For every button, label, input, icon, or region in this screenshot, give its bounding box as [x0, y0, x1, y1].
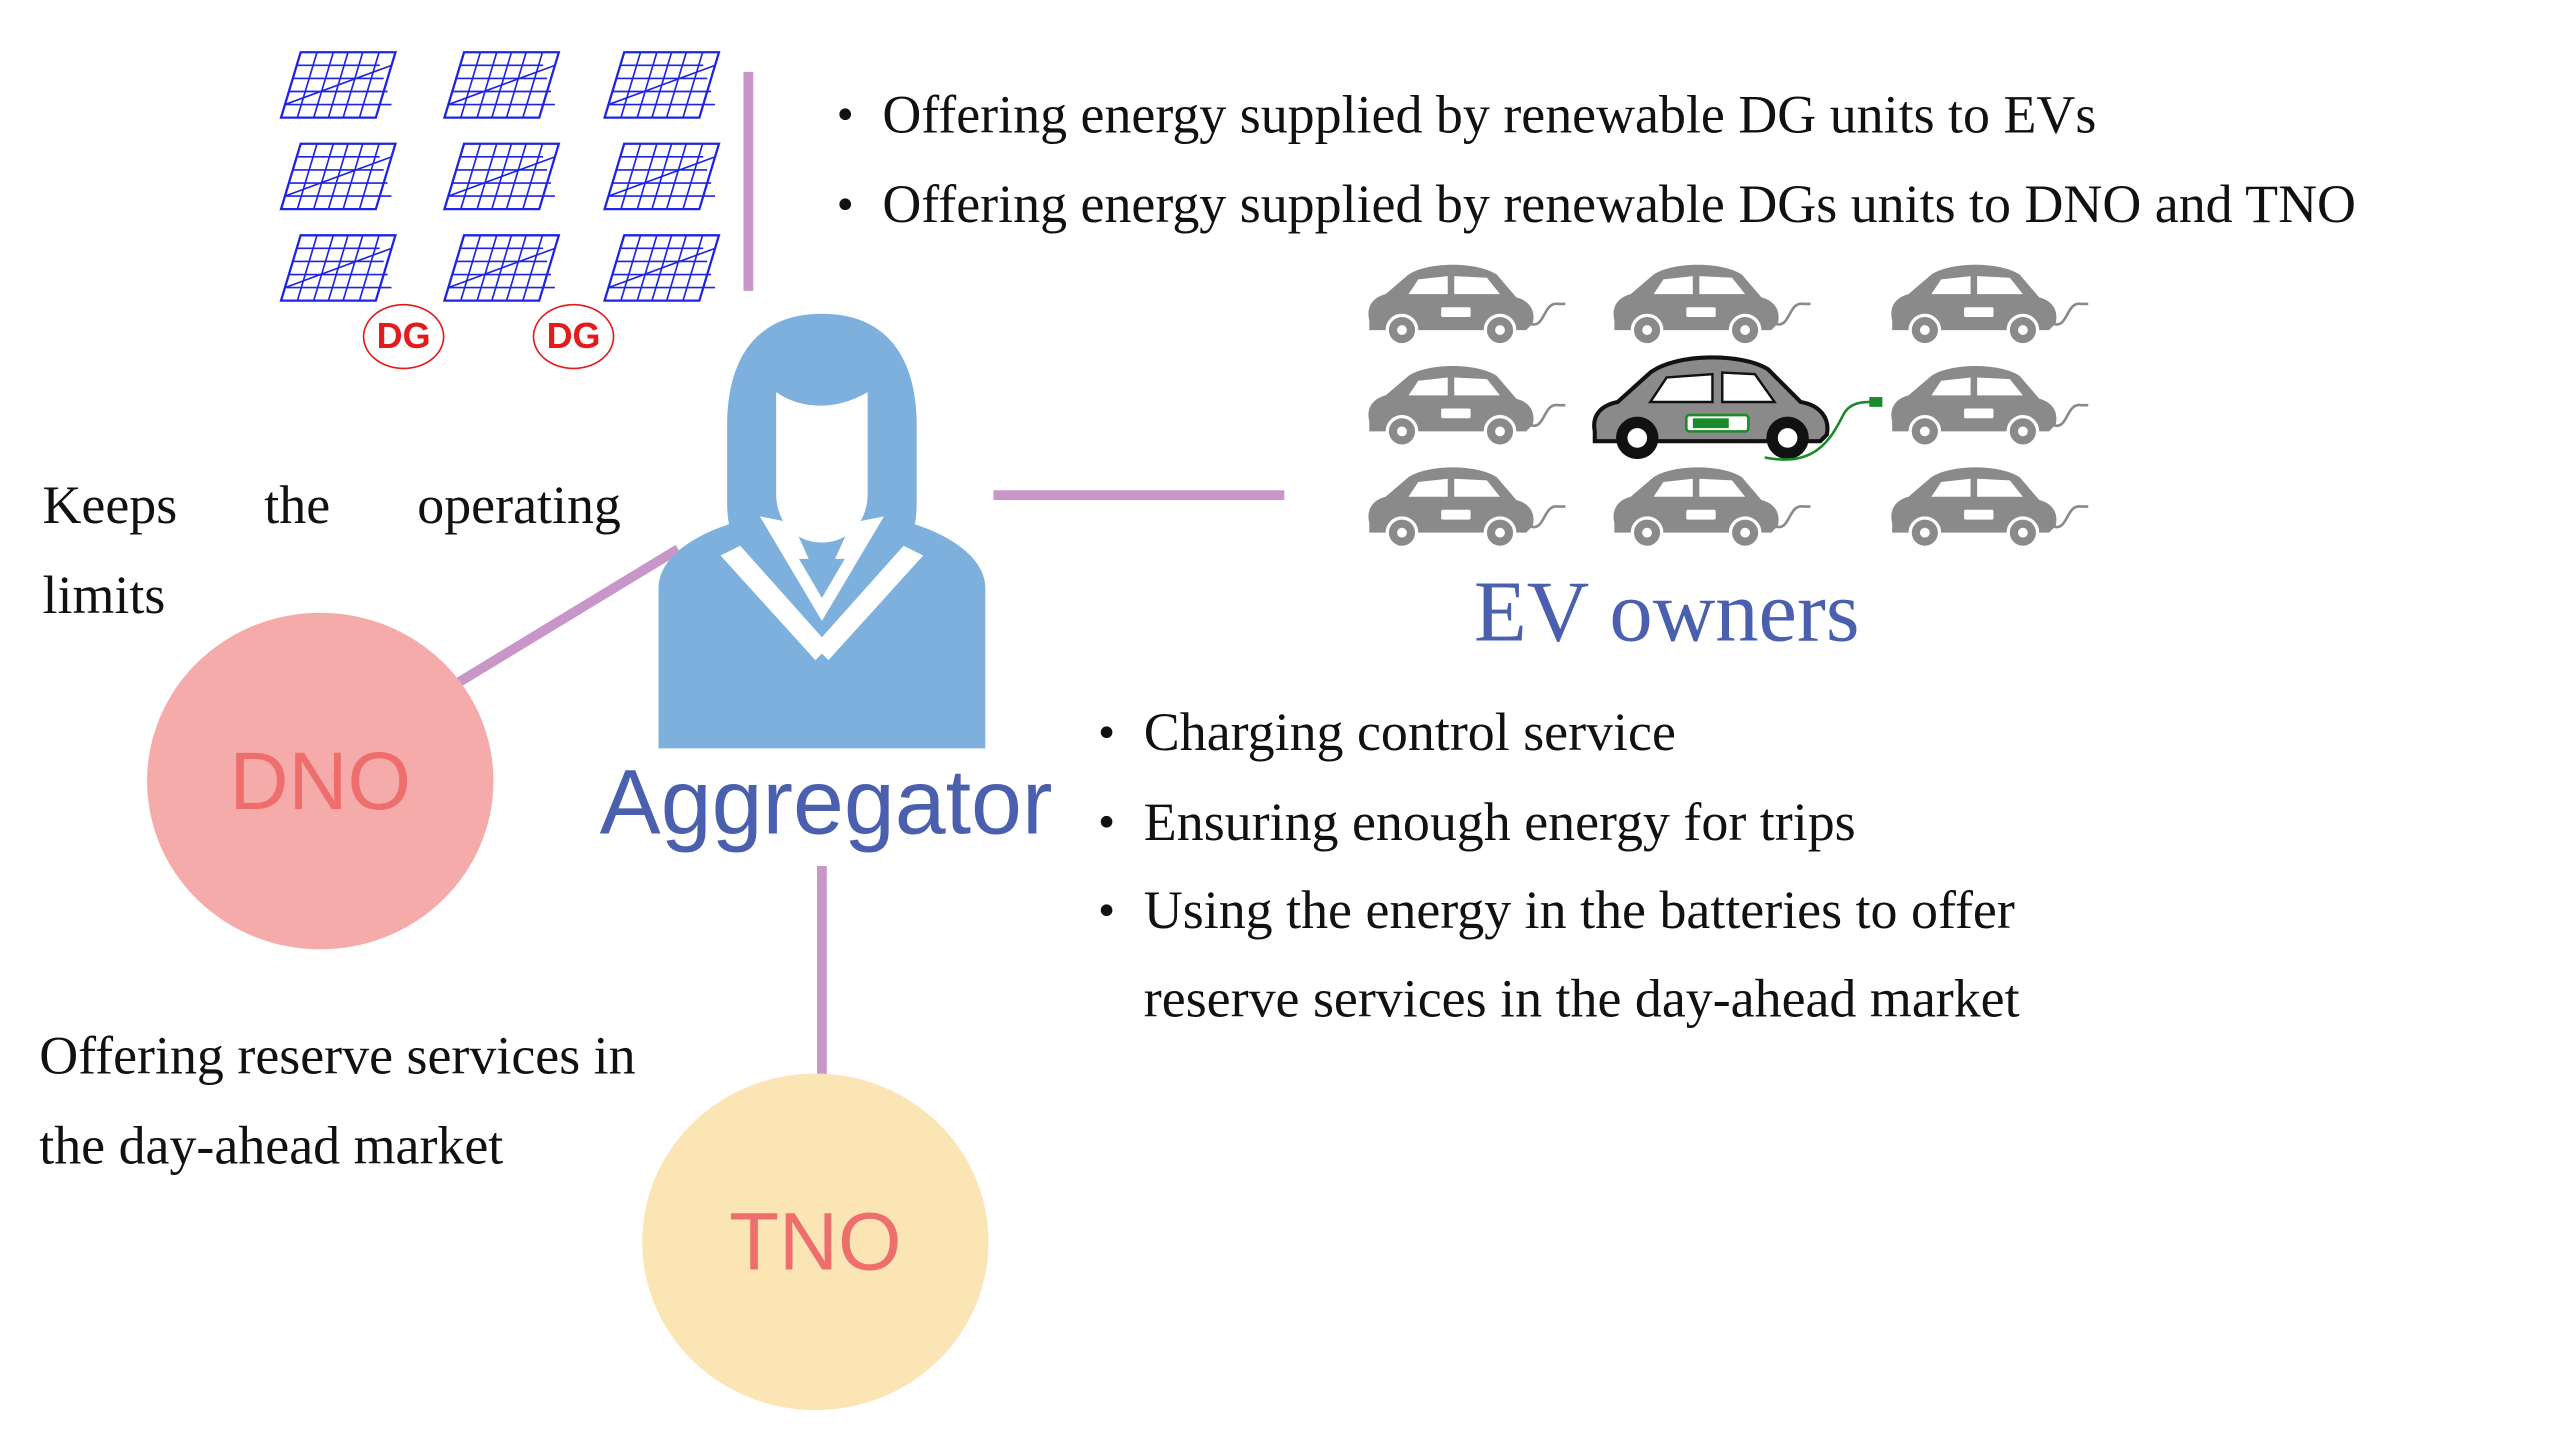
tno-note-line: Offering reserve services in	[39, 1027, 636, 1087]
dg-bullet-item: Offering energy supplied by renewable DG…	[837, 72, 2356, 161]
dg-bullet-list: Offering energy supplied by renewable DG…	[837, 72, 2356, 250]
electric-car-icon	[1366, 263, 1568, 347]
dg-badge: DG	[532, 303, 615, 370]
ev-bullet-continuation: reserve services in the day-ahead market	[1143, 970, 2020, 1030]
electric-car-icon	[1366, 465, 1568, 550]
ev-owners-label: EV owners	[1473, 565, 1860, 661]
dg-badge-label: DG	[546, 315, 601, 357]
tno-note-line: the day-ahead market	[39, 1116, 504, 1176]
dg-bullet-item: Offering energy supplied by renewable DG…	[837, 161, 2356, 250]
electric-car-icon	[1611, 465, 1813, 550]
tno-node: TNO	[642, 1073, 989, 1411]
tno-label: TNO	[729, 1196, 902, 1288]
ev-bullet-item: Charging control service	[1098, 690, 2015, 779]
connector-aggregator-dno	[454, 544, 681, 688]
tno-note: Offering reserve services in the day-ahe…	[39, 1013, 635, 1191]
ev-bullet-list: Charging control service Ensuring enough…	[1098, 690, 2015, 957]
dno-label: DNO	[229, 735, 412, 827]
dg-badge: DG	[362, 303, 445, 370]
electric-car-icon	[1889, 263, 2090, 347]
dno-note: Keeps the operating limits	[42, 462, 620, 640]
ev-bullet-item: Using the energy in the batteries to off…	[1098, 868, 2015, 957]
charging-car-icon	[1592, 355, 1883, 461]
dno-note-line: limits	[42, 566, 166, 626]
dno-note-word: operating	[417, 477, 621, 536]
electric-car-icon	[1366, 364, 1568, 448]
electric-car-icon	[1889, 364, 2090, 448]
dno-node: DNO	[147, 612, 494, 950]
dno-note-word: the	[264, 477, 331, 536]
solar-panel-array	[279, 51, 721, 302]
aggregator-label: Aggregator	[599, 750, 1053, 853]
electric-car-icon	[1889, 465, 2090, 550]
dno-note-word: Keeps	[42, 477, 178, 536]
businesswoman-icon	[658, 313, 986, 749]
dg-badge-label: DG	[376, 315, 431, 357]
electric-car-icon	[1611, 263, 1813, 347]
ev-bullet-item: Ensuring enough energy for trips	[1098, 779, 2015, 868]
